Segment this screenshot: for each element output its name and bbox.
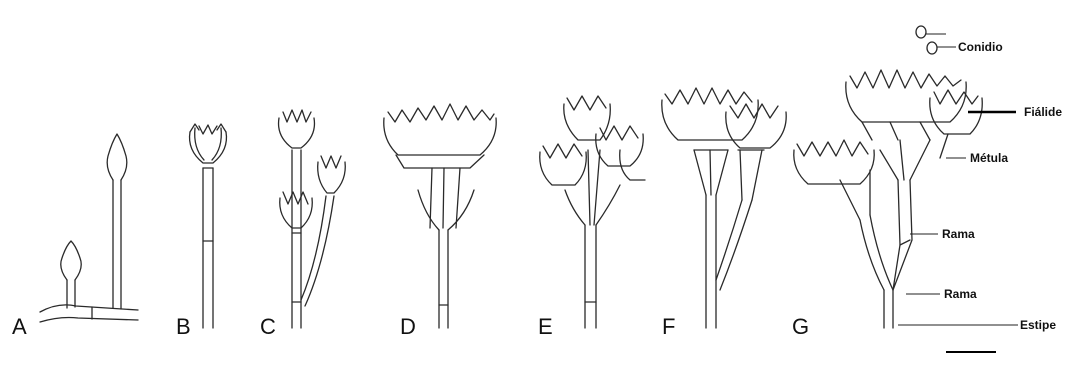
panel-f-drawing: [662, 88, 786, 328]
panel-label-c: C: [260, 314, 276, 339]
panel-g-drawing: [794, 26, 982, 328]
panel-label-b: B: [176, 314, 191, 339]
callout-rama-lower: Rama: [944, 287, 977, 301]
panel-label-e: E: [538, 314, 553, 339]
panel-label-d: D: [400, 314, 416, 339]
panel-b-drawing: [190, 124, 227, 328]
callout-conidio: Conidio: [958, 40, 1003, 54]
callout-metula: Métula: [970, 151, 1008, 165]
panel-label-f: F: [662, 314, 675, 339]
panel-e-drawing: [540, 96, 645, 328]
panel-d-drawing: [384, 104, 496, 328]
panel-c-drawing: [279, 110, 346, 328]
panel-label-g: G: [792, 314, 809, 339]
panel-label-a: A: [12, 314, 27, 339]
callout-rama-upper: Rama: [942, 227, 975, 241]
callout-estipe: Estipe: [1020, 318, 1056, 332]
callout-fialide: Fiálide: [1024, 105, 1062, 119]
panel-a-drawing: [40, 134, 138, 322]
